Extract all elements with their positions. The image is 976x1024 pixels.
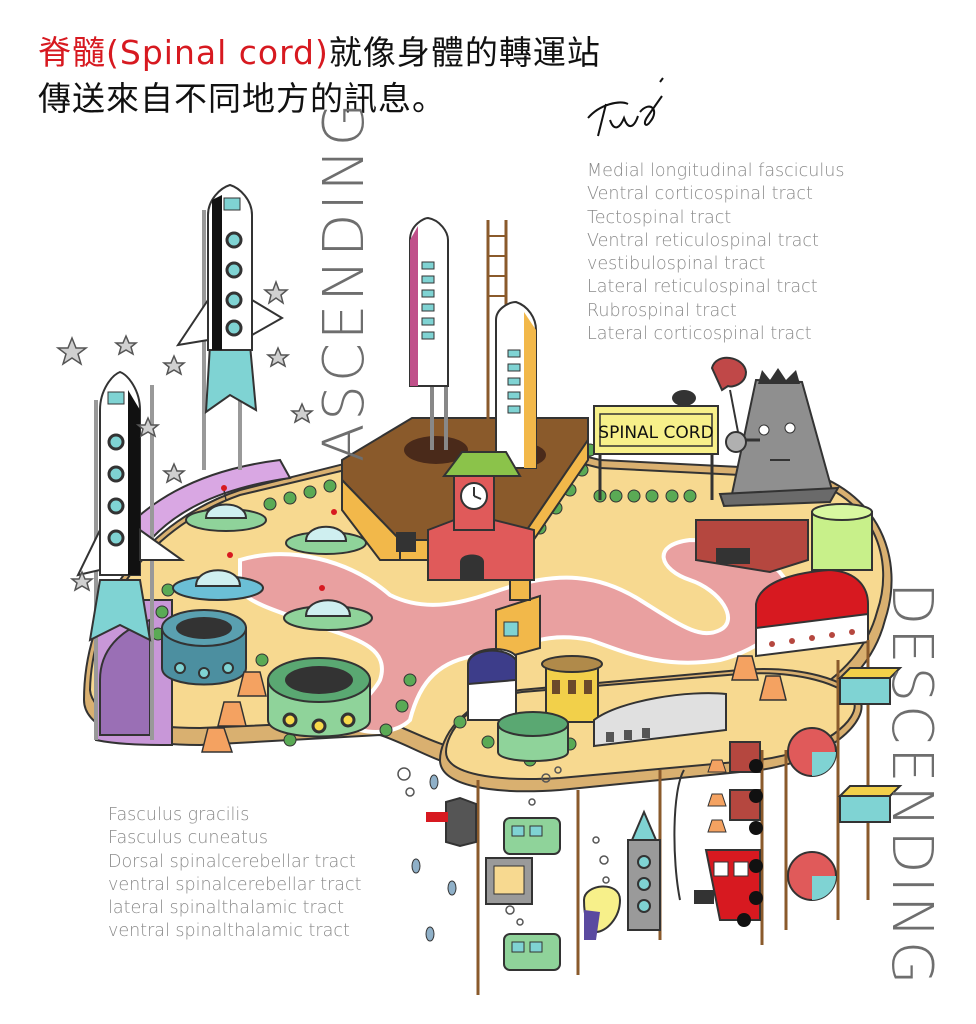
descending-tract-list: Medial longitudinal fasciculus Ventral c…	[587, 160, 844, 346]
ascending-tract-list: Fasculus gracilis Fasculus cuneatus Dors…	[108, 804, 362, 944]
descending-tract-item: Ventral corticospinal tract	[587, 184, 813, 205]
rocket-middle	[175, 183, 284, 470]
descending-tract-item: Medial longitudinal fasciculus	[587, 161, 845, 181]
artist-signature	[587, 77, 664, 137]
descending-tract-item: Lateral corticospinal tract	[587, 324, 812, 345]
descending-label: DESCENDING	[879, 582, 944, 988]
ascending-tract-item: ventral spinalthalamic tract	[108, 921, 350, 942]
ascending-tract-item: Dorsal spinalcerebellar tract	[108, 851, 356, 872]
cylinder-blue	[161, 609, 247, 686]
ascending-label: ASCENDING	[312, 99, 377, 462]
title-red-text: 脊髓	[38, 33, 106, 72]
cone-robot	[695, 357, 873, 574]
descending-tract-item: vestibulospinal tract	[587, 254, 766, 275]
ascending-tract-item: lateral spinalthalamic tract	[108, 898, 344, 919]
descending-tract-item: Tectospinal tract	[587, 207, 732, 228]
stars	[55, 279, 315, 592]
cones	[201, 655, 787, 753]
central-station	[341, 216, 589, 581]
title-rest-text: 就像身體的轉運站	[328, 33, 601, 72]
descending-tract-item: Rubrospinal tract	[587, 300, 737, 321]
cylinder-green	[267, 657, 371, 738]
title-red-english: (Spinal cord)	[106, 33, 329, 72]
center-buildings	[467, 579, 727, 762]
ascending-tract-item: Fasculus cuneatus	[108, 828, 269, 849]
under-structures	[397, 640, 903, 995]
ascending-tract-item: Fasculus gracilis	[108, 805, 250, 825]
ascending-tract-item: ventral spinalcerebellar tract	[108, 874, 362, 895]
title-line-2: 傳送來自不同地方的訊息。	[38, 79, 446, 118]
title-line-1: 脊髓(Spinal cord)就像身體的轉運站	[38, 26, 601, 74]
spinal-cord-sign: SPINAL CORD	[593, 390, 719, 500]
red-greenhouse	[755, 568, 869, 658]
ufo-group	[172, 485, 373, 631]
descending-tract-item: Lateral reticulospinal tract	[587, 277, 818, 298]
descending-tract-item: Ventral reticulospinal tract	[587, 230, 819, 251]
sign-text: SPINAL CORD	[598, 423, 713, 443]
rocket-left	[76, 370, 186, 740]
